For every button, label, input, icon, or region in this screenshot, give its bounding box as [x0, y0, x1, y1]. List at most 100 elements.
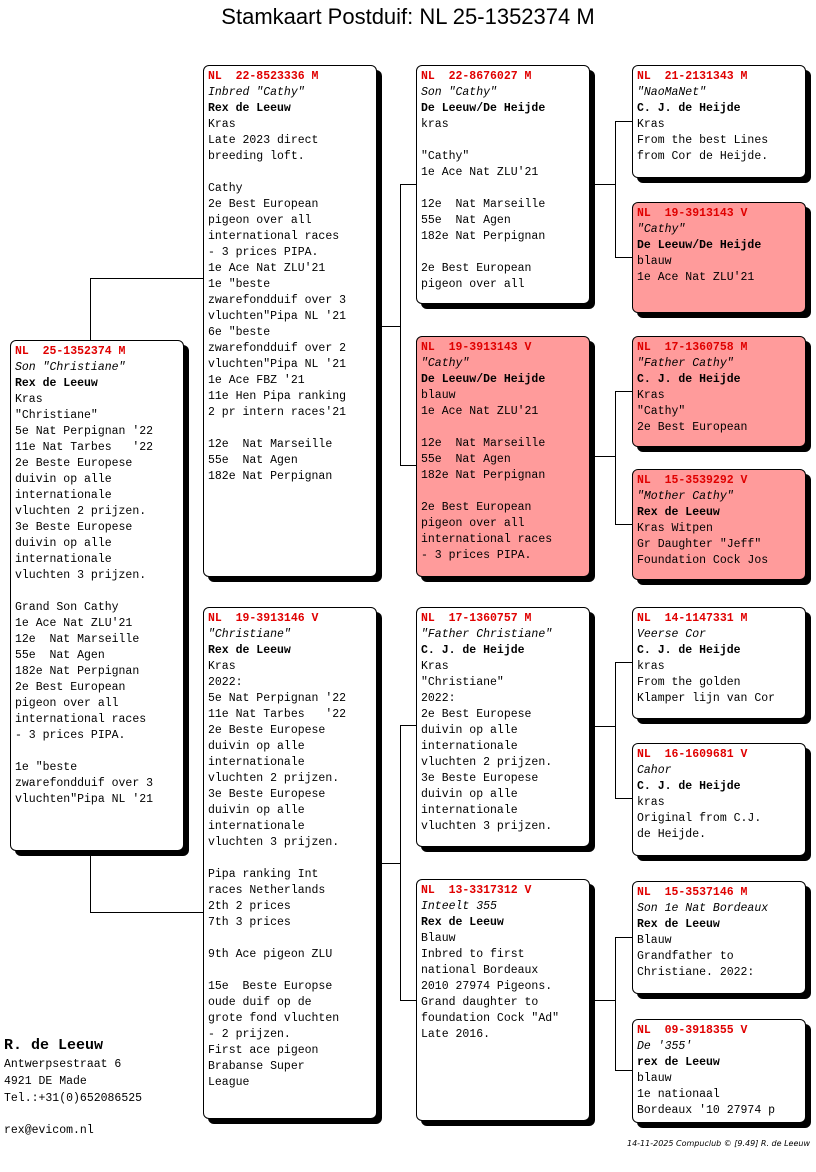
pigeon-card-fff[interactable]: NL 21-2131343 M"NaoMaNet"C. J. de Heijde… — [632, 65, 806, 178]
connector-line — [615, 391, 616, 524]
pigeon-note: vluchten 3 prijzen. — [15, 569, 147, 582]
pigeon-note: pigeon over all — [15, 697, 119, 710]
pigeon-card-father[interactable]: NL 22-8523336 M Inbred "Cathy" Rex de Leeu… — [203, 65, 377, 577]
pigeon-note: 55e Nat Agen — [15, 649, 105, 662]
pigeon-note: kras — [421, 118, 449, 131]
connector-line — [90, 278, 203, 279]
pigeon-note: 1e Ace Nat ZLU'21 — [15, 617, 133, 630]
pigeon-note: 2e Best European — [15, 681, 126, 694]
breeder: De Leeuw/De Heijde — [637, 239, 762, 252]
pigeon-note: "Christiane" — [15, 409, 98, 422]
connector-line — [400, 465, 416, 466]
pigeon-note: 2010 27974 Pigeons. — [421, 980, 553, 993]
connector-line — [400, 725, 416, 726]
connector-line — [615, 798, 632, 799]
pigeon-note: 182e Nat Perpignan — [208, 470, 333, 483]
owner-name: R. de Leeuw — [4, 1037, 104, 1054]
connector-line — [90, 856, 91, 912]
pigeon-card-mf[interactable]: NL 17-1360757 M"Father Christiane"C. J. … — [416, 607, 590, 847]
pigeon-card-ffm[interactable]: NL 19-3913143 V "Cathy" De Leeuw/De Heijde… — [632, 202, 806, 313]
pigeon-name: Inbred "Cathy" — [208, 86, 305, 99]
pigeon-note: Kras — [208, 660, 236, 673]
ring-number: NL 17-1360758 M — [637, 341, 748, 354]
pigeon-note: Late 2016. — [421, 1028, 491, 1041]
pigeon-note: national Bordeaux — [421, 964, 539, 977]
pigeon-note: international races — [421, 533, 553, 546]
pigeon-note: 1e "beste — [15, 761, 78, 774]
pigeon-note: vluchten 2 prijzen. — [421, 756, 553, 769]
breeder: De Leeuw/De Heijde — [421, 102, 546, 115]
pigeon-note: 182e Nat Perpignan — [15, 665, 140, 678]
ring-number: NL 22-8523336 M — [208, 70, 319, 83]
pigeon-note: 1e nationaal — [637, 1088, 720, 1101]
pigeon-card-fm[interactable]: NL 19-3913143 V"Cathy"De Leeuw/De Heijde… — [416, 336, 590, 577]
pigeon-note: - 3 prices PIPA. — [421, 549, 532, 562]
connector-line — [400, 725, 401, 1001]
connector-line — [90, 912, 203, 913]
connector-line — [400, 184, 416, 185]
pigeon-note: - 3 prices PIPA. — [15, 729, 126, 742]
pigeon-name: "Cathy" — [637, 223, 686, 236]
pigeon-note — [421, 181, 585, 197]
pigeon-note — [421, 420, 585, 436]
pigeon-note: Grand daughter to — [421, 996, 539, 1009]
pigeon-note: 1e Ace Nat ZLU'21 — [208, 262, 326, 275]
breeder: Rex de Leeuw — [208, 102, 291, 115]
breeder: C. J. de Heijde — [637, 644, 741, 657]
pigeon-name: "Mother Cathy" — [637, 490, 734, 503]
pigeon-note: 9th Ace pigeon ZLU — [208, 948, 333, 961]
breeder: Rex de Leeuw — [637, 506, 720, 519]
breeder: De Leeuw/De Heijde — [421, 373, 546, 386]
pigeon-note: 2th 2 prices — [208, 900, 291, 913]
pigeon-note: Kras Witpen — [637, 522, 713, 535]
pigeon-note: 55e Nat Agen — [421, 453, 511, 466]
pigeon-name: Son "Cathy" — [421, 86, 497, 99]
pigeon-name: "Father Cathy" — [637, 357, 734, 370]
pigeon-note: international races — [208, 230, 340, 243]
pigeon-note: "Cathy" — [637, 405, 686, 418]
pigeon-note: 2e Best European — [637, 421, 748, 434]
connector-line — [615, 121, 616, 258]
pigeon-card-fmm[interactable]: NL 15-3539292 V"Mother Cathy"Rex de Leeu… — [632, 469, 806, 580]
connector-line — [595, 726, 616, 727]
pigeon-card-fmf[interactable]: NL 17-1360758 M"Father Cathy"C. J. de He… — [632, 336, 806, 447]
pigeon-note: blauw — [421, 389, 456, 402]
pigeon-note: vluchten 3 prijzen. — [421, 820, 553, 833]
pigeon-note: duivin op alle — [15, 537, 112, 550]
pigeon-note: Brabanse Super — [208, 1060, 305, 1073]
owner-address: Antwerpsestraat 6 — [4, 1058, 122, 1071]
pigeon-note — [421, 484, 585, 500]
pigeon-note: 12e Nat Marseille — [208, 438, 333, 451]
pigeon-note: First ace pigeon — [208, 1044, 319, 1057]
ring-number: NL 19-3913143 V — [637, 207, 748, 220]
pigeon-note: League — [208, 1076, 250, 1089]
pigeon-note: pigeon over all — [421, 278, 525, 291]
connector-line — [615, 1070, 632, 1071]
pigeon-note: Blauw — [637, 934, 672, 947]
pigeon-note: de Heijde. — [637, 828, 707, 841]
pigeon-note: 5e Nat Perpignan '22 — [208, 692, 347, 705]
pigeon-note: 2e Best European — [421, 262, 532, 275]
pigeon-note: vluchten"Pipa NL '21 — [208, 310, 347, 323]
pigeon-note — [208, 421, 372, 437]
pigeon-note: 2e Beste Europese — [208, 724, 326, 737]
connector-line — [595, 456, 616, 457]
pigeon-note: internationale — [208, 820, 305, 833]
pigeon-note: 1e Ace Nat ZLU'21 — [421, 166, 539, 179]
pigeon-note: 1e Ace Nat ZLU'21 — [421, 405, 539, 418]
ring-number: NL 17-1360757 M — [421, 612, 532, 625]
pigeon-note: zwarefondduif over 3 — [15, 777, 154, 790]
pigeon-note: Late 2023 direct — [208, 134, 319, 147]
pigeon-note: international races — [15, 713, 147, 726]
ring-number: NL 14-1147331 M — [637, 612, 748, 625]
pigeon-note: duivin op alle — [208, 804, 305, 817]
pigeon-note: 11e Nat Tarbes '22 — [15, 441, 154, 454]
